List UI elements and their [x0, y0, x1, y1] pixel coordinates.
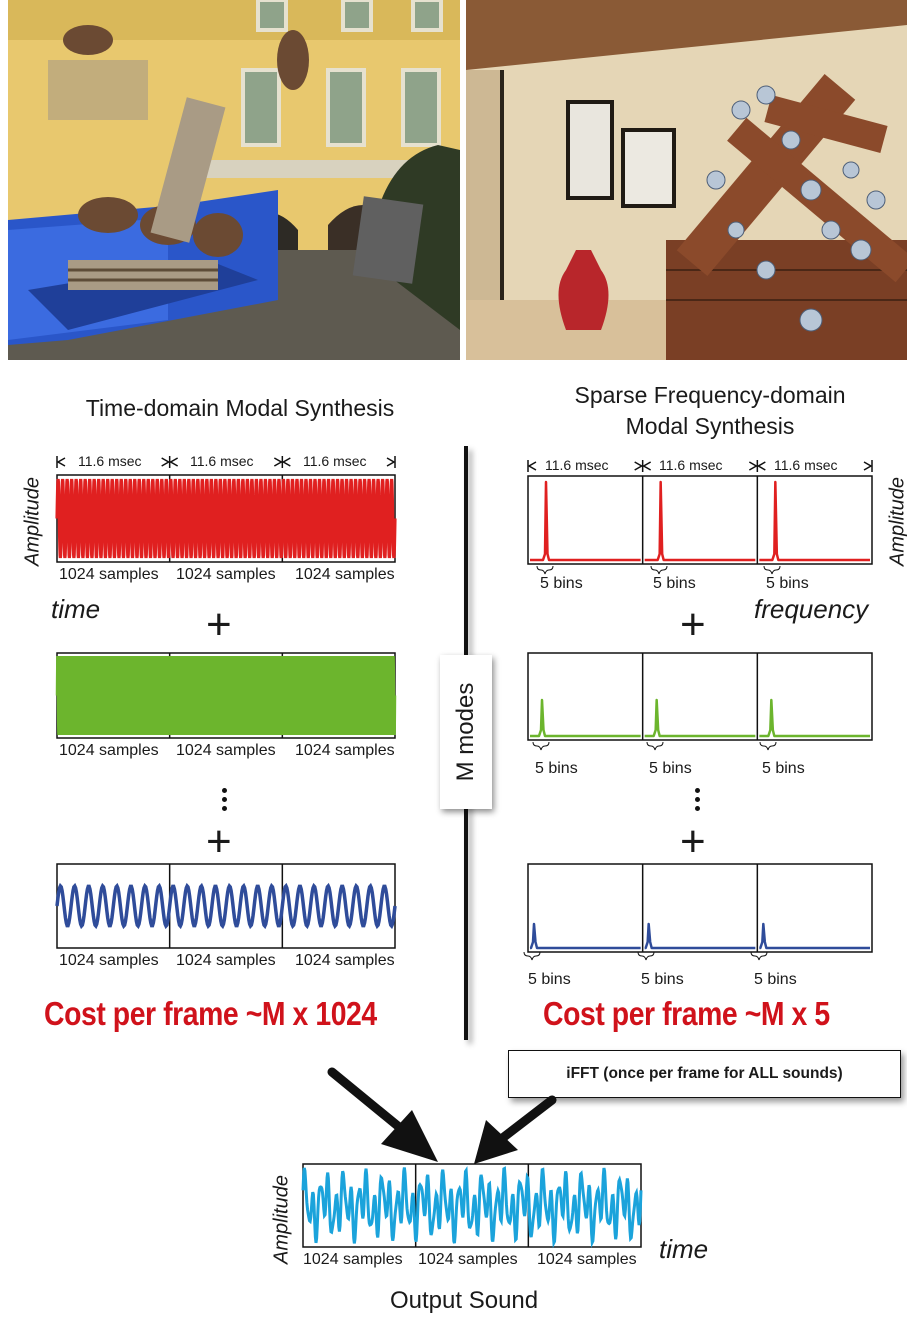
bins-brace-2 [650, 565, 668, 575]
right-blue-spike-1 [529, 922, 641, 950]
output-samples-1: 1024 samples [303, 1251, 403, 1268]
left-green-samples-3: 1024 samples [295, 742, 395, 759]
ifft-label: iFFT (once per frame for ALL sounds) [566, 1065, 843, 1082]
left-arrow-head [381, 1110, 438, 1162]
right-heading-line1: Sparse Frequency-domain [574, 382, 846, 408]
output-time-label: time [659, 1234, 709, 1264]
right-span-arrows-left-arrowhead-3 [756, 461, 766, 471]
left-red-samples-1: 1024 samples [59, 566, 159, 583]
right-blue-bins-1: 5 bins [528, 971, 571, 988]
right-green-spike-3 [759, 698, 870, 738]
bins-brace-5 [646, 741, 664, 751]
bins-brace-6 [759, 741, 777, 751]
right-blue-bins-2: 5 bins [641, 971, 684, 988]
right-plus-2: + [680, 817, 706, 866]
right-heading-line2: Modal Synthesis [625, 413, 795, 439]
left-span-label-2: 11.6 msec [190, 453, 254, 469]
left-span-arrows-right-arrowhead-1 [161, 457, 171, 467]
left-span-arrows-right-arrowhead-2 [273, 457, 283, 467]
left-green-samples-2: 1024 samples [176, 742, 276, 759]
bins-brace-7 [523, 951, 541, 961]
left-span-label-1: 11.6 msec [78, 453, 142, 469]
right-red-bins-2: 5 bins [653, 575, 696, 592]
left-red-samples-2: 1024 samples [176, 566, 276, 583]
left-blue-samples-1: 1024 samples [59, 952, 159, 969]
bins-brace-9 [750, 951, 768, 961]
left-span-arrows-left-arrowhead-1 [56, 457, 66, 467]
right-blue-bins-3: 5 bins [754, 971, 797, 988]
right-span-arrows-right-arrowhead-3 [863, 461, 873, 471]
left-arrow-shaft [327, 1067, 415, 1141]
right-red-panel [527, 475, 873, 565]
right-blue-panel [527, 863, 873, 953]
left-plus-2: + [206, 817, 232, 866]
bins-brace-8 [637, 951, 655, 961]
left-span-arrows-right-arrowhead-3 [386, 457, 396, 467]
left-span-arrows-left-arrowhead-2 [169, 457, 179, 467]
output-wave [301, 1166, 643, 1249]
left-ellipsis-dots [222, 788, 228, 815]
right-red-spike-3 [759, 480, 870, 562]
right-span-arrows-right-arrowhead-2 [748, 461, 758, 471]
right-red-bins-1: 5 bins [540, 575, 583, 592]
left-span-label-3: 11.6 msec [303, 453, 367, 469]
right-span-label-1: 11.6 msec [545, 457, 609, 473]
right-arrow-shaft [495, 1095, 557, 1145]
left-green-wave [55, 655, 397, 736]
right-span-label-3: 11.6 msec [774, 457, 838, 473]
output-samples-2: 1024 samples [418, 1251, 518, 1268]
right-red-bins-3: 5 bins [766, 575, 809, 592]
right-blue-spike-2 [644, 922, 756, 950]
bins-brace-1 [536, 565, 554, 575]
right-span-arrows-left-arrowhead-2 [642, 461, 652, 471]
right-green-spike-1 [530, 698, 641, 738]
right-green-panel [527, 652, 873, 741]
right-heading: Sparse Frequency-domain Modal Synthesis [510, 380, 907, 442]
left-red-wave [55, 478, 397, 559]
right-green-bins-2: 5 bins [649, 760, 692, 777]
right-span-label-2: 11.6 msec [659, 457, 723, 473]
right-red-spike-1 [530, 480, 641, 562]
right-blue-spike-3 [759, 922, 870, 950]
bins-brace-4 [532, 741, 550, 751]
output-title: Output Sound [390, 1287, 539, 1314]
right-green-bins-3: 5 bins [762, 760, 805, 777]
left-blue-samples-3: 1024 samples [295, 952, 395, 969]
ifft-box: iFFT (once per frame for ALL sounds) [508, 1050, 901, 1098]
scene-image-street [8, 0, 460, 360]
right-arrow-head [474, 1120, 518, 1164]
bins-brace-3 [763, 565, 781, 575]
output-samples-3: 1024 samples [537, 1251, 637, 1268]
left-red-samples-3: 1024 samples [295, 566, 395, 583]
right-span-arrows-right-arrowhead-1 [634, 461, 644, 471]
right-plus-1: + [680, 600, 706, 649]
left-green-samples-1: 1024 samples [59, 742, 159, 759]
left-cost-label: Cost per frame ~M x 1024 [44, 995, 377, 1032]
left-blue-samples-2: 1024 samples [176, 952, 276, 969]
scene-image-interior [466, 0, 907, 360]
m-modes-box: M modes [440, 655, 492, 809]
right-green-spike-2 [644, 698, 756, 738]
right-red-spike-2 [644, 480, 756, 562]
left-heading: Time-domain Modal Synthesis [85, 395, 395, 421]
right-ellipsis-dots [695, 788, 701, 815]
right-frequency-label: frequency [754, 594, 869, 624]
left-span-arrows-left-arrowhead-3 [281, 457, 291, 467]
right-green-bins-1: 5 bins [535, 760, 578, 777]
right-span-arrows-left-arrowhead-1 [527, 461, 537, 471]
left-blue-wave [55, 882, 397, 930]
left-plus-1: + [206, 600, 232, 649]
left-time-label: time [51, 594, 101, 624]
right-cost-label: Cost per frame ~M x 5 [543, 995, 830, 1032]
